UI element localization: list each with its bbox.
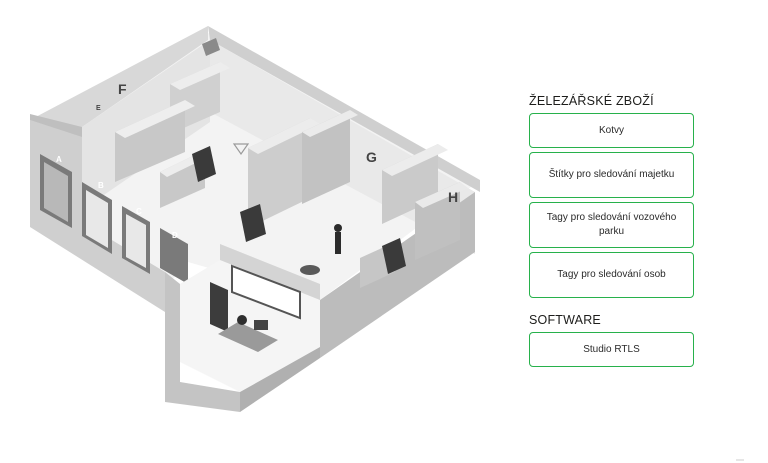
office-back-wall [220,244,320,300]
office-desk-icon [218,322,278,352]
hardware-section-title: ŽELEZÁŘSKÉ ZBOŽÍ [529,94,654,108]
floor-marker-icon [300,265,320,275]
anchor-device-icon [202,38,220,56]
zone-label-b: B [98,181,104,190]
people-tags-button[interactable]: Tagy pro sledování osob [529,252,694,298]
forklift-icon [192,146,216,182]
storage-rack-icon [360,144,468,288]
worker-icon [334,224,342,232]
forklift-icon [240,204,266,242]
back-right-wall [208,26,480,192]
zone-label-a: A [56,155,62,164]
warehouse-illustration: A B C D E F G H [30,26,480,412]
product-panel: ŽELEZÁŘSKÉ ZBOŽÍ Kotvy Štítky pro sledov… [529,94,695,371]
software-section-title: SOFTWARE [529,313,601,327]
studio-rtls-button[interactable]: Studio RTLS [529,332,694,367]
left-outer-wall-top [30,114,82,137]
zone-label-c: C [136,207,142,216]
loading-doors [40,154,188,284]
zone-label-f: F [118,81,127,97]
anchors-button[interactable]: Kotvy [529,113,694,148]
office-front-wall [240,347,320,412]
decorative-mark [736,459,744,461]
storage-rack-icon [248,110,358,228]
worker-icon [335,232,341,254]
office-monitor-icon [254,320,268,330]
zone-label-e: E [96,105,101,112]
forklift-icon [382,238,406,274]
fleet-tags-button[interactable]: Tagy pro sledování vozového parku [529,202,694,248]
warning-triangle-icon [232,143,250,156]
server-rack-icon [210,282,228,332]
office-window [231,264,301,320]
storage-rack-icon [115,62,230,208]
asset-tags-button[interactable]: Štítky pro sledování majetku [529,152,694,198]
zone-label-g: G [366,149,377,165]
zone-label-d: D [172,231,178,240]
zone-label-h: H [448,189,458,205]
office-worker-icon [237,315,247,325]
